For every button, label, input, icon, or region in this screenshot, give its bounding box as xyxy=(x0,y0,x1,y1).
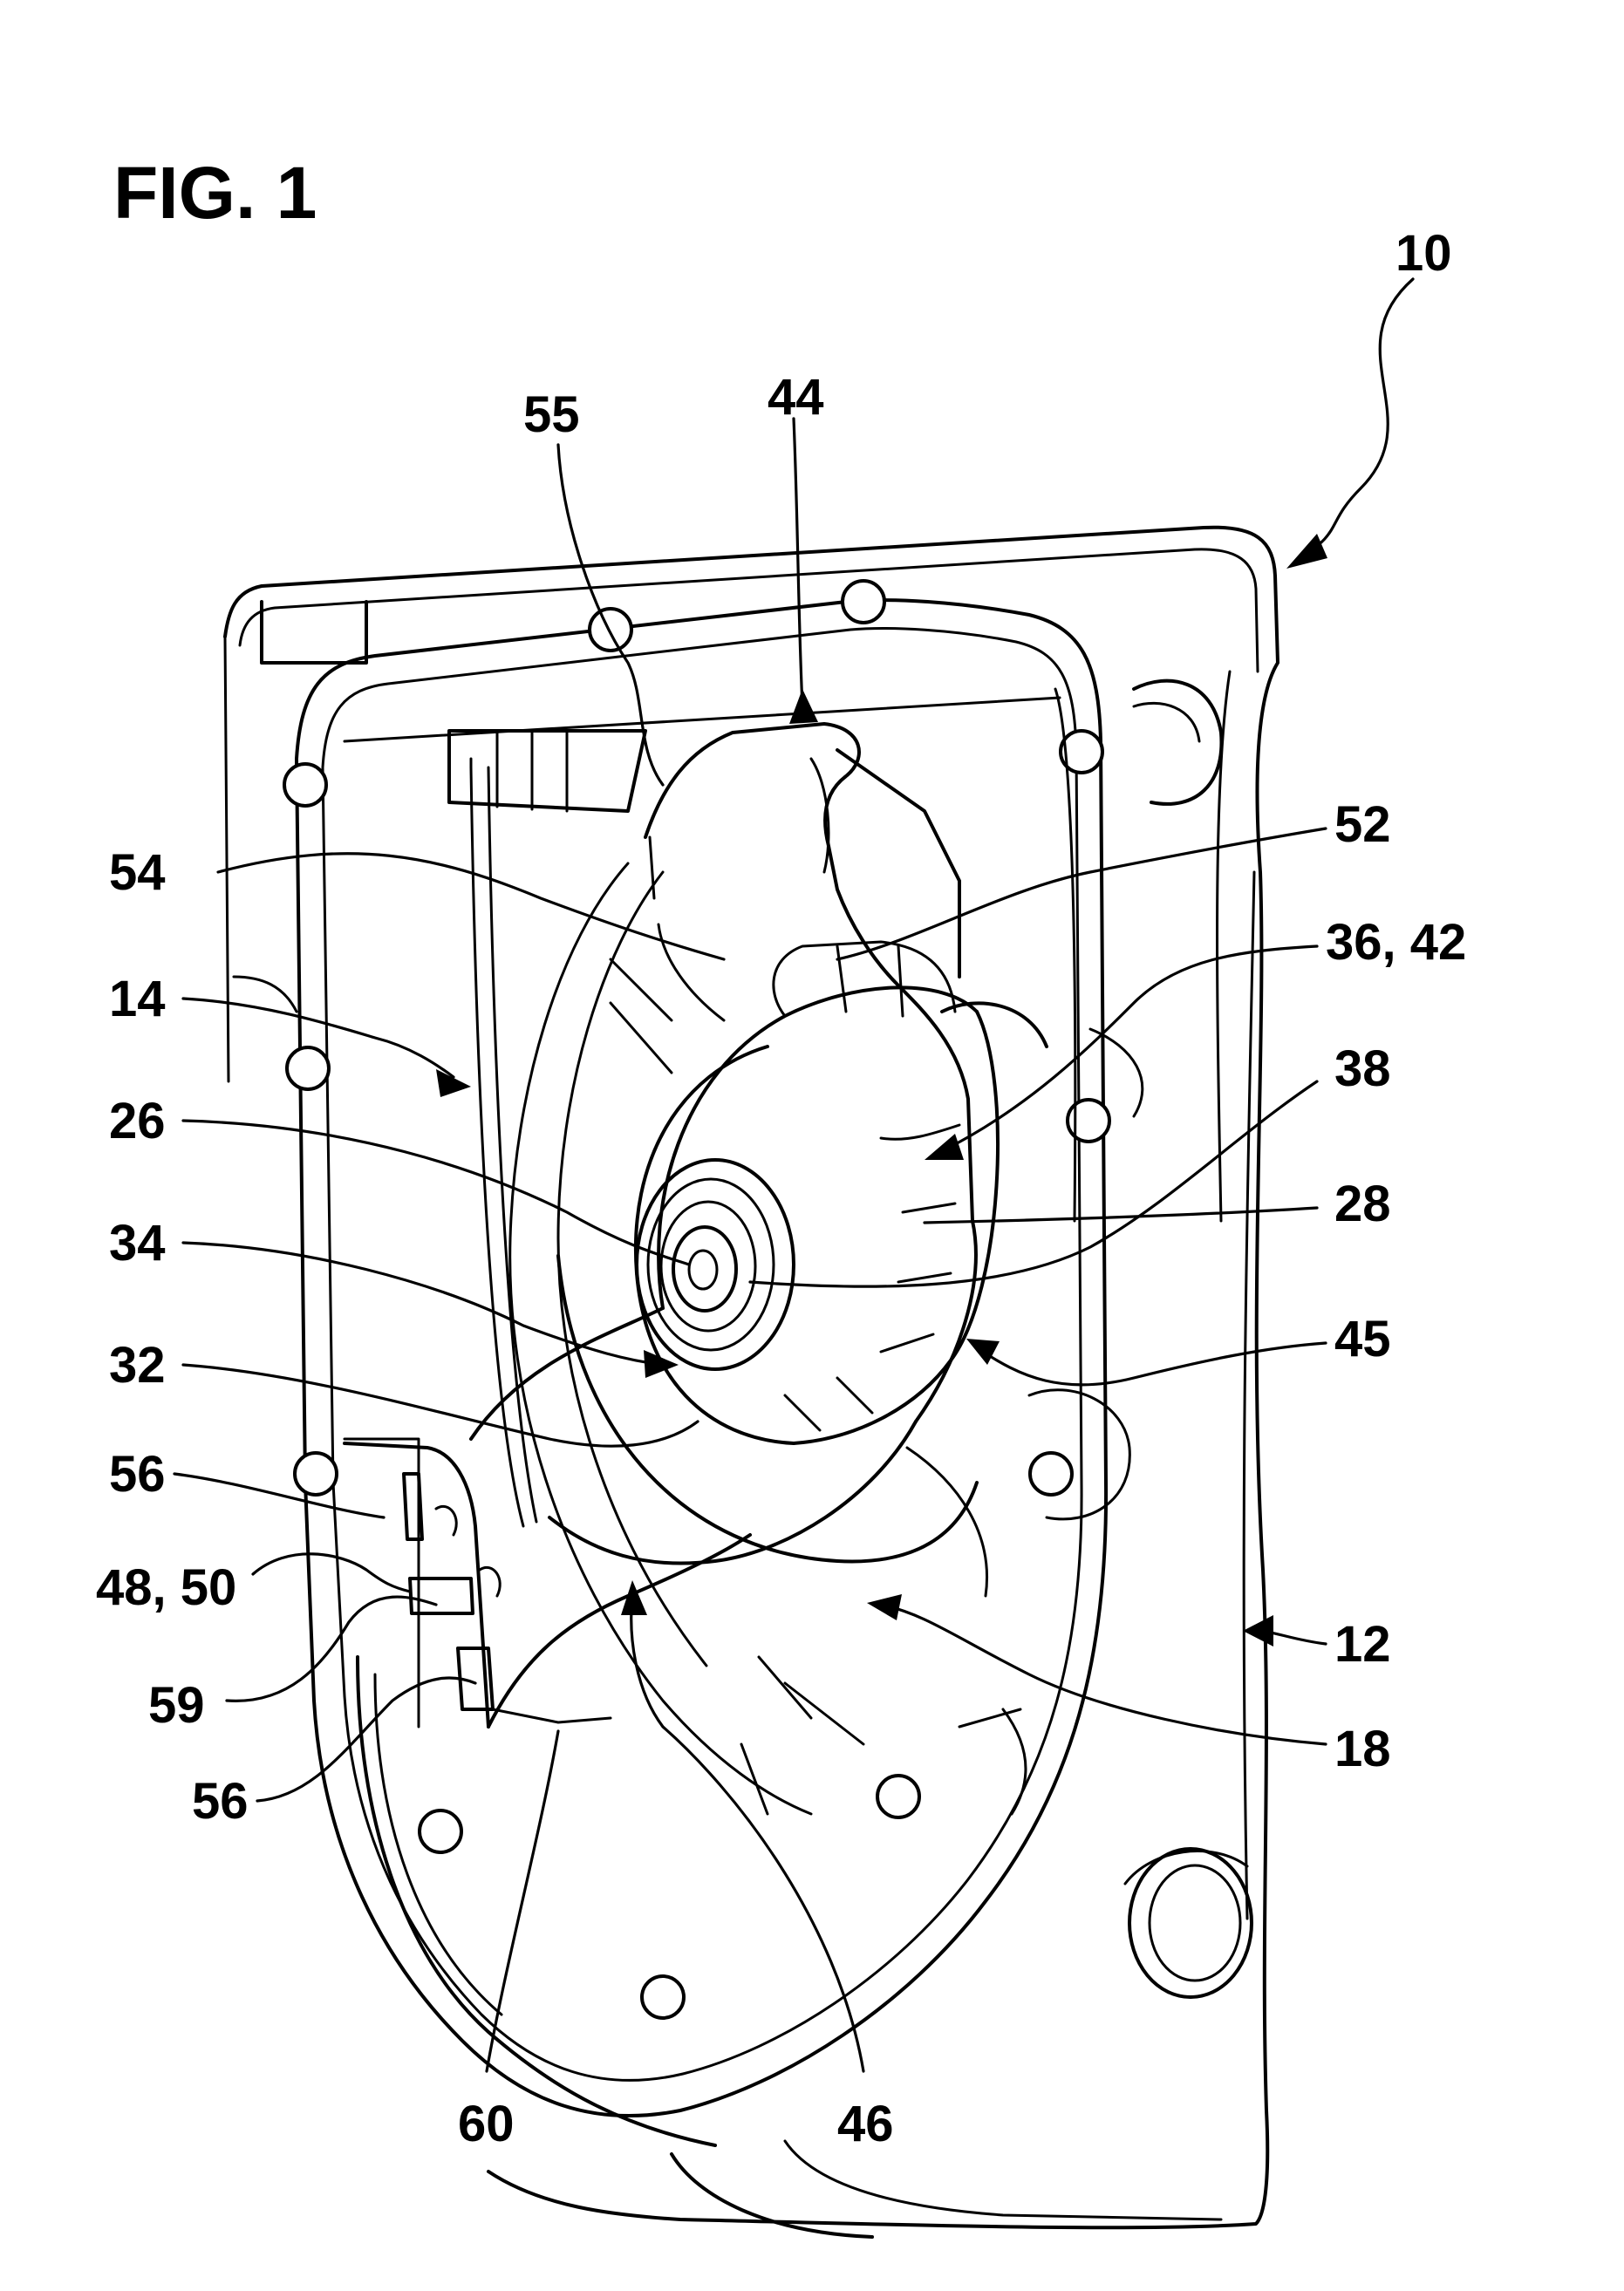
leader-lines xyxy=(173,277,1415,2073)
label-54: 54 xyxy=(109,844,166,901)
leader-28 xyxy=(923,1206,1319,1224)
label-56-upper: 56 xyxy=(109,1446,166,1503)
label-26: 26 xyxy=(109,1093,166,1149)
label-12: 12 xyxy=(1334,1616,1391,1673)
bolt-hole xyxy=(876,1774,921,1819)
label-60: 60 xyxy=(458,2096,515,2152)
bolt-hole xyxy=(1066,1098,1111,1143)
seal-ring xyxy=(635,1158,795,1371)
bolt-hole xyxy=(418,1809,463,1854)
leader-38 xyxy=(748,1080,1319,1288)
volute-body xyxy=(508,722,988,1816)
bolt-hole xyxy=(841,579,886,624)
leader-34 xyxy=(181,1241,665,1367)
sensor-59 xyxy=(408,1577,474,1615)
leader-55 xyxy=(556,443,665,787)
housing-outline xyxy=(223,525,1279,2239)
label-55: 55 xyxy=(523,386,580,443)
leader-56-lower xyxy=(256,1676,477,1803)
label-52: 52 xyxy=(1334,796,1391,853)
inner-cavity xyxy=(343,687,1144,1816)
leader-54 xyxy=(216,852,726,961)
bolt-hole xyxy=(1028,1451,1074,1497)
leader-10 xyxy=(1298,277,1415,560)
leader-36-42 xyxy=(940,944,1319,1153)
figure-title: FIG. 1 xyxy=(113,152,317,234)
label-45: 45 xyxy=(1334,1311,1391,1367)
label-56-lower: 56 xyxy=(192,1773,249,1830)
leader-32 xyxy=(181,1363,699,1448)
flange-gasket xyxy=(295,598,1109,2117)
leader-46 xyxy=(630,1594,865,2073)
bolt-hole xyxy=(285,1046,331,1091)
leader-45 xyxy=(975,1341,1327,1387)
terminal-56-upper xyxy=(402,1472,424,1541)
bolt-hole xyxy=(293,1451,338,1497)
leader-48-50 xyxy=(251,1552,412,1593)
bolt-holes xyxy=(283,579,1111,2020)
reference-numerals: 10 55 44 52 54 36, 42 14 38 26 28 34 45 … xyxy=(96,225,1466,2152)
connector-area xyxy=(343,1306,752,1728)
bolt-hole xyxy=(1059,729,1104,774)
leader-14 xyxy=(181,997,455,1079)
bolt-hole xyxy=(588,607,633,652)
leader-52 xyxy=(836,827,1327,961)
label-18: 18 xyxy=(1334,1721,1391,1777)
leader-44 xyxy=(792,417,804,708)
label-48-50: 48, 50 xyxy=(96,1559,236,1616)
bolt-hole xyxy=(640,1974,686,2020)
label-36-42: 36, 42 xyxy=(1326,914,1466,971)
leader-60 xyxy=(485,1729,560,2073)
label-14: 14 xyxy=(109,971,166,1027)
label-32: 32 xyxy=(109,1337,166,1394)
shaft xyxy=(672,1225,738,1313)
label-59: 59 xyxy=(148,1677,205,1734)
label-46: 46 xyxy=(837,2096,894,2152)
hub-assembly xyxy=(633,940,1048,1445)
label-10: 10 xyxy=(1395,225,1452,282)
label-28: 28 xyxy=(1334,1176,1391,1232)
bolt-hole xyxy=(283,762,328,808)
leader-56-upper xyxy=(173,1472,386,1519)
label-38: 38 xyxy=(1334,1040,1391,1097)
leader-59 xyxy=(225,1595,438,1702)
label-34: 34 xyxy=(109,1215,166,1272)
leader-26 xyxy=(181,1119,691,1266)
leader-18 xyxy=(879,1603,1327,1746)
label-44: 44 xyxy=(768,369,824,426)
